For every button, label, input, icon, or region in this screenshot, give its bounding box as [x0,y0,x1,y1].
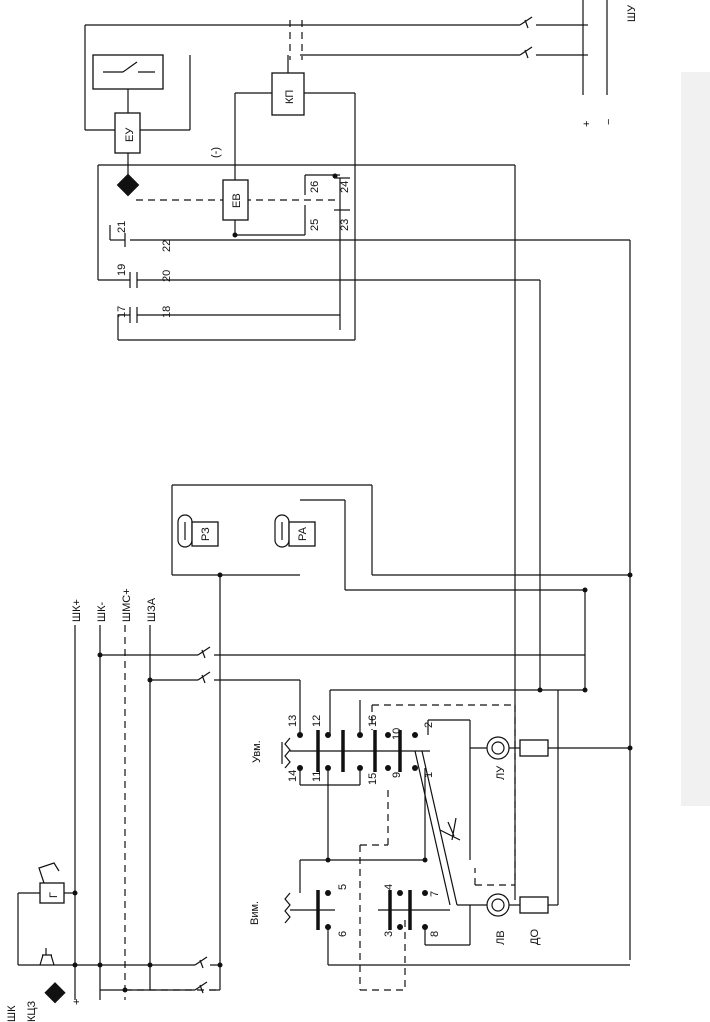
node-15: 15 [367,773,379,785]
node-9: 9 [391,772,403,778]
node-16: 16 [367,715,379,727]
contact-24: 24 [339,181,351,193]
kcz-label: КЦЗ [26,1000,38,1022]
contact-22: 22 [161,240,173,252]
bus-shms-plus-label: ШМС+ [121,588,133,622]
key-switch-uvm: Увм. 13 12 14 11 16 10 15 9 2 1 [251,690,435,860]
lamp-lu-label: ЛУ [495,765,507,780]
node-7: 7 [429,891,441,897]
contact-25: 25 [309,219,321,231]
ra-label: РА [297,526,309,541]
do-label: ДО [529,929,541,945]
supply-plus-label: + [581,121,593,127]
vim-label: Вим. [249,901,261,925]
bus-shu: ШУ + − [581,0,638,127]
uvm-label: Увм. [251,740,263,763]
node-8: 8 [429,931,441,937]
node-1: 1 [423,772,435,778]
node-4: 4 [383,884,395,890]
contact-20: 20 [161,270,173,282]
contact-23: 23 [339,219,351,231]
node-2: 2 [423,722,435,728]
bus-shza-label: ШЗА [146,597,158,622]
ev-label: ЕВ [231,193,243,208]
negative-label: (-) [210,147,222,158]
bus-shu-label: ШУ [626,4,638,22]
node-14: 14 [287,770,299,782]
bus-shk-minus-label: ШК- [96,602,108,622]
rz-label: РЗ [200,527,212,541]
linkage [414,719,471,906]
contact-17: 17 [116,306,128,318]
lamp-lv-label: ЛВ [495,930,507,945]
dashed-loop [125,704,516,991]
rz-relay [191,521,219,547]
node-12: 12 [311,715,323,727]
node-6: 6 [337,931,349,937]
node-11: 11 [311,771,323,782]
side-panel [681,72,710,806]
left-buses: ШК+ ШК- ШМС+ ШЗА [71,588,158,1000]
eu-label: ЕУ [124,127,136,142]
main-relay-block: ЕВ 26 24 25 23 21 22 19 20 [97,164,631,960]
eu-unit: ЕУ [114,55,191,175]
node-3: 3 [383,931,395,937]
node-10: 10 [391,728,403,740]
relay-rz-ra: РЗ РА [171,484,633,593]
node-13: 13 [287,715,299,727]
shk-label: ШК [6,1005,18,1022]
bottom-plus-label: + [71,999,83,1005]
contact-19: 19 [116,264,128,276]
kp-label: КП [284,90,296,104]
supply-minus-label: − [603,119,615,125]
lamps: ЛУ ЛВ ДО [457,736,633,945]
mid-switches [97,575,588,965]
contact-18: 18 [161,306,173,318]
top-switches [84,16,583,131]
contact-21: 21 [116,221,128,233]
ev-coil [222,179,249,221]
key-switch-vim: Вим. 5 6 4 7 3 8 [249,857,630,966]
node-5: 5 [337,884,349,890]
g-label: Г [48,892,60,898]
generator-block: Г ШК КЦЗ + [6,862,223,1022]
contact-26: 26 [309,181,321,193]
relay-contact-box [92,54,164,113]
ra-relay [288,521,316,547]
bus-shk-plus-label: ШК+ [71,599,83,622]
